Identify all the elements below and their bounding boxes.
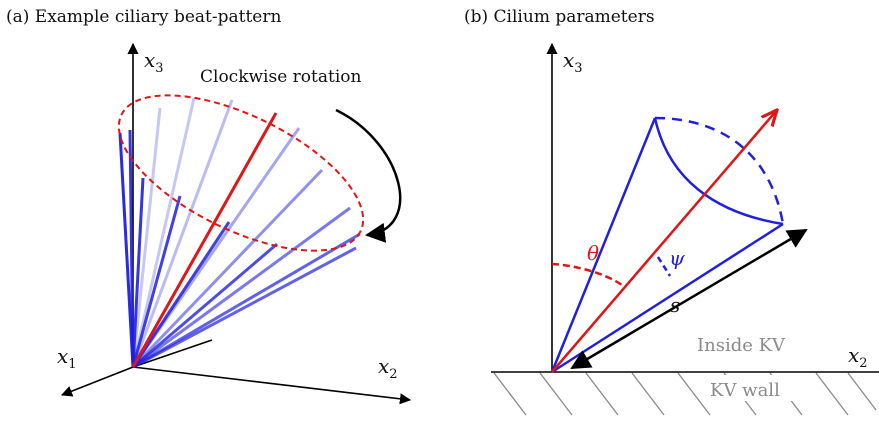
cilium-position <box>131 177 145 368</box>
hatch-line <box>815 372 849 416</box>
axis-x3-label: x3 <box>563 48 583 76</box>
panel-a: (a) Example ciliary beat-pattern x3 x1 x… <box>6 7 412 405</box>
cilium-position <box>132 206 351 369</box>
inside-kv-label: Inside KV <box>697 335 786 356</box>
cilium-position <box>132 232 361 369</box>
hatch-line <box>585 372 619 416</box>
psi-label: ψ <box>669 246 685 270</box>
length-s-label: s <box>670 293 680 317</box>
kv-wall-label: KV wall <box>710 380 780 401</box>
axis-x2-label: x2 <box>378 354 398 382</box>
cilium-position <box>132 242 278 369</box>
cilium-position <box>128 129 135 368</box>
cone-edge-left <box>550 117 657 373</box>
axis-x1-back <box>132 339 213 368</box>
hatch-line <box>847 372 877 411</box>
hatch-line <box>631 372 665 416</box>
cilia-beat-positions <box>118 97 361 369</box>
axis-x1-label: x1 <box>57 344 77 372</box>
cilium-position <box>131 99 234 368</box>
theta-label: θ <box>587 241 599 265</box>
axis-x2 <box>132 366 412 405</box>
highlighted-cilium <box>131 112 278 368</box>
hatch-line <box>539 372 573 416</box>
cilium-position <box>118 132 135 368</box>
panel-a-caption: (a) Example ciliary beat-pattern <box>6 7 281 27</box>
cilium-position <box>131 107 162 368</box>
panel-b: (b) Cilium parameters KV wall x2 x3 Insi… <box>464 7 879 416</box>
wall-label-background <box>700 375 812 401</box>
kv-wall-hatching <box>493 372 877 416</box>
axis-x2-label: x2 <box>848 343 868 371</box>
cilium-position <box>131 97 196 368</box>
rotation-arrow-icon <box>335 108 402 243</box>
theta-arc <box>551 262 623 287</box>
panel-b-caption: (b) Cilium parameters <box>464 7 655 27</box>
cilium-position <box>131 168 324 369</box>
cone-rim-ellipse <box>117 94 365 252</box>
cilium-position <box>131 195 182 368</box>
cilium-position <box>132 246 357 369</box>
hatch-line <box>677 372 711 416</box>
length-s-arrow <box>570 228 808 370</box>
cone-rim-back <box>654 116 785 225</box>
hatch-line <box>493 372 527 416</box>
cilium-position <box>131 221 231 368</box>
axis-x3-label: x3 <box>144 48 164 76</box>
cone-rim-front <box>653 117 784 226</box>
axis-x1 <box>60 366 134 397</box>
rotation-label: Clockwise rotation <box>200 67 362 87</box>
